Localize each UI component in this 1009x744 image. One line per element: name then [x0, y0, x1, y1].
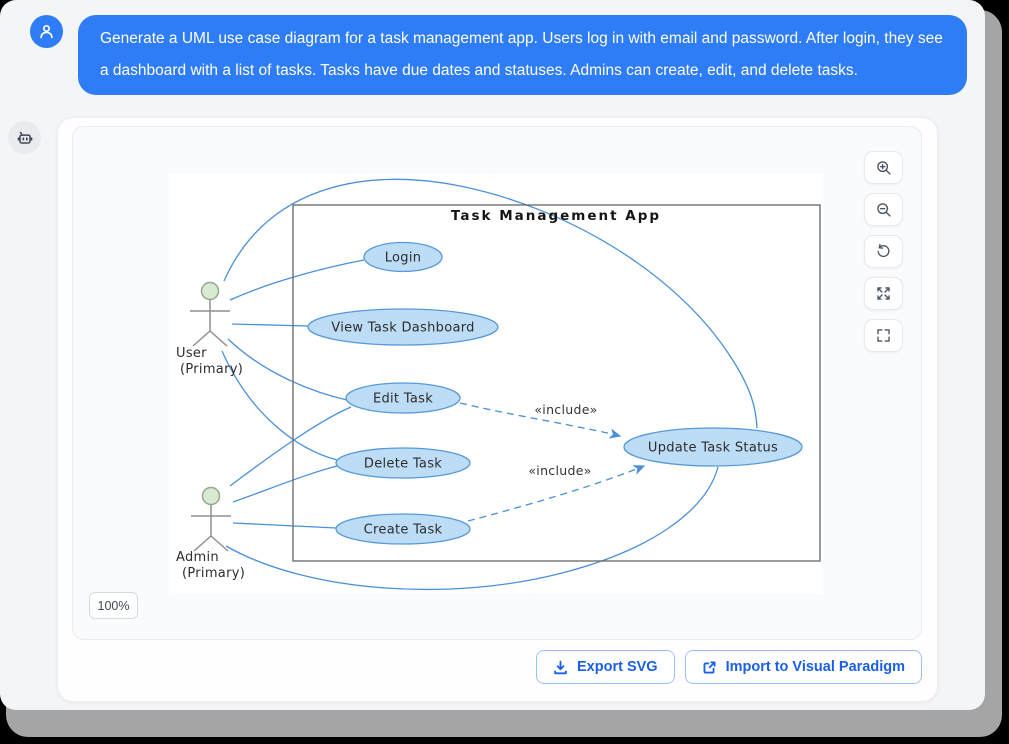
system-title: Task Management App	[451, 208, 661, 224]
association-lines	[221, 178, 758, 591]
avatar	[30, 15, 63, 48]
svg-text:Delete Task: Delete Task	[364, 457, 442, 472]
zoom-level-badge: 100%	[89, 592, 138, 619]
uml-use-case-diagram: «include» «include» Task Management App …	[176, 178, 821, 591]
actor-admin: Admin (Primary)	[176, 486, 245, 581]
actor-user-name: User	[176, 346, 207, 361]
edge-user-login	[229, 259, 365, 301]
system-boundary: Task Management App	[292, 204, 821, 562]
external-link-icon	[703, 660, 716, 673]
actor-user-qualifier: (Primary)	[180, 362, 243, 377]
include-label-2: «include»	[528, 463, 591, 478]
user-message-bubble: Generate a UML use case diagram for a ta…	[78, 15, 967, 95]
diagram-viewer-panel: «include» «include» Task Management App …	[72, 126, 922, 640]
edge-admin-delete	[232, 465, 338, 503]
export-svg-button[interactable]: Export SVG	[536, 650, 675, 684]
svg-text:Edit Task: Edit Task	[373, 392, 433, 407]
diagram-canvas: «include» «include» Task Management App …	[170, 174, 823, 593]
user-message-line-2: a dashboard with a list of tasks. Tasks …	[100, 62, 858, 79]
usecase-update-task-status: Update Task Status	[623, 427, 803, 467]
import-to-visual-paradigm-label: Import to Visual Paradigm	[725, 659, 905, 675]
zoom-out-button[interactable]	[864, 193, 903, 226]
person-icon	[40, 24, 53, 39]
include-label-1: «include»	[534, 402, 597, 417]
edge-admin-edit	[229, 406, 352, 487]
zoom-in-icon	[877, 161, 891, 175]
card-footer: Export SVG Import to Visual Paradigm	[536, 650, 922, 684]
usecase-view-dashboard: View Task Dashboard	[307, 308, 499, 346]
diagram-response-card: «include» «include» Task Management App …	[57, 117, 938, 702]
robot-icon	[17, 131, 32, 144]
zoom-in-button[interactable]	[864, 151, 903, 184]
use-cases: Login View Task Dashboard Edit Task	[307, 241, 803, 545]
fullscreen-icon	[877, 329, 890, 342]
reset-view-button[interactable]	[864, 235, 903, 268]
usecase-login: Login	[363, 241, 443, 273]
app-window: Generate a UML use case diagram for a ta…	[0, 0, 985, 710]
actor-user: User (Primary)	[176, 281, 243, 377]
usecase-create-task: Create Task	[335, 513, 471, 545]
actor-admin-qualifier: (Primary)	[182, 566, 245, 581]
zoom-out-icon	[877, 203, 891, 217]
reset-rotate-icon	[877, 243, 890, 258]
svg-text:View Task Dashboard: View Task Dashboard	[331, 321, 474, 336]
svg-text:Create Task: Create Task	[364, 523, 443, 538]
svg-text:Login: Login	[385, 251, 422, 266]
import-to-visual-paradigm-button[interactable]: Import to Visual Paradigm	[684, 650, 922, 684]
svg-text:Update Task Status: Update Task Status	[648, 441, 778, 456]
usecase-edit-task: Edit Task	[345, 382, 461, 414]
edge-admin-update-arc	[225, 466, 719, 591]
export-svg-label: Export SVG	[577, 659, 658, 675]
edge-user-edit	[227, 338, 348, 401]
assistant-avatar	[8, 121, 41, 154]
expand-arrows-icon	[877, 287, 890, 300]
usecase-delete-task: Delete Task	[335, 447, 471, 479]
edge-user-update-arc	[223, 178, 758, 429]
download-icon	[554, 660, 567, 674]
edge-user-delete	[221, 350, 338, 461]
user-message-line-1: Generate a UML use case diagram for a ta…	[100, 30, 943, 47]
edge-edit-include-update	[459, 402, 622, 439]
expand-button[interactable]	[864, 277, 903, 310]
edge-admin-create	[232, 522, 337, 529]
edge-user-dashboard	[231, 323, 309, 327]
fullscreen-button[interactable]	[864, 319, 903, 352]
actor-admin-name: Admin	[176, 550, 219, 565]
include-edges	[459, 402, 646, 522]
diagram-controls	[864, 151, 903, 352]
